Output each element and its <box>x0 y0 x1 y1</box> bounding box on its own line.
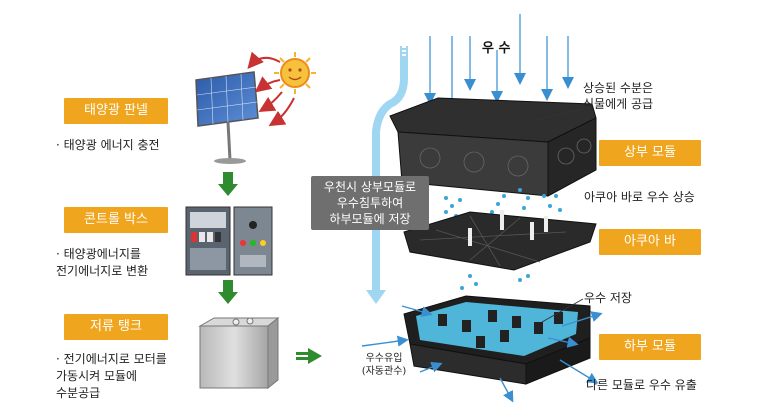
control-box-desc: · 태양광에너지를 전기에너지로 변환 <box>56 247 149 278</box>
upper-module-callout: 상승된 수분은 식물에게 공급 <box>583 81 654 111</box>
upper-module-image <box>389 97 597 197</box>
upper-module-label: 상부 모듈 <box>599 140 701 166</box>
rain-infiltration-note: 우천시 상부모듈로 우수침투하여 하부모듈에 저장 <box>311 176 429 230</box>
outflow-arrows <box>499 311 603 403</box>
aqua-bar-plate-image <box>403 210 597 271</box>
lower-module-image <box>403 295 591 385</box>
control-box-image <box>185 206 273 276</box>
rain-arrows <box>424 14 574 111</box>
lower-module-label: 하부 모듈 <box>599 334 701 360</box>
flow-arrow-down-2 <box>218 280 238 304</box>
solar-panel-label: 태양광 판넬 <box>64 98 168 124</box>
flow-arrow-down-1 <box>218 172 238 196</box>
aqua-bar-label: 아쿠아 바 <box>599 229 701 255</box>
water-flow-pipe <box>366 46 408 304</box>
aqua-bar-callout: 아쿠아 바로 우수 상승 <box>584 190 695 204</box>
inflow-label: 우수유입 (자동관수) <box>361 353 407 377</box>
rain-label: 우 수 <box>482 41 511 56</box>
outflow-label: 다른 모듈로 우수 유출 <box>586 378 697 392</box>
storage-tank-desc: · 전기에너지로 모터를 가동시켜 모듈에 수분공급 <box>56 352 167 400</box>
sun-image <box>274 52 316 94</box>
control-box-label: 콘트롤 박스 <box>64 207 168 233</box>
storage-tank-image <box>198 316 280 390</box>
sunlight-arrows <box>247 51 295 127</box>
storage-tank-label: 저류 탱크 <box>64 314 168 340</box>
solar-panel-desc: · 태양광 에너지 충전 <box>56 138 160 152</box>
inflow-arrows <box>361 305 443 373</box>
flow-arrow-right <box>296 348 322 364</box>
solar-panel-image <box>195 71 259 164</box>
lower-module-callout: 우수 저장 <box>584 291 632 305</box>
